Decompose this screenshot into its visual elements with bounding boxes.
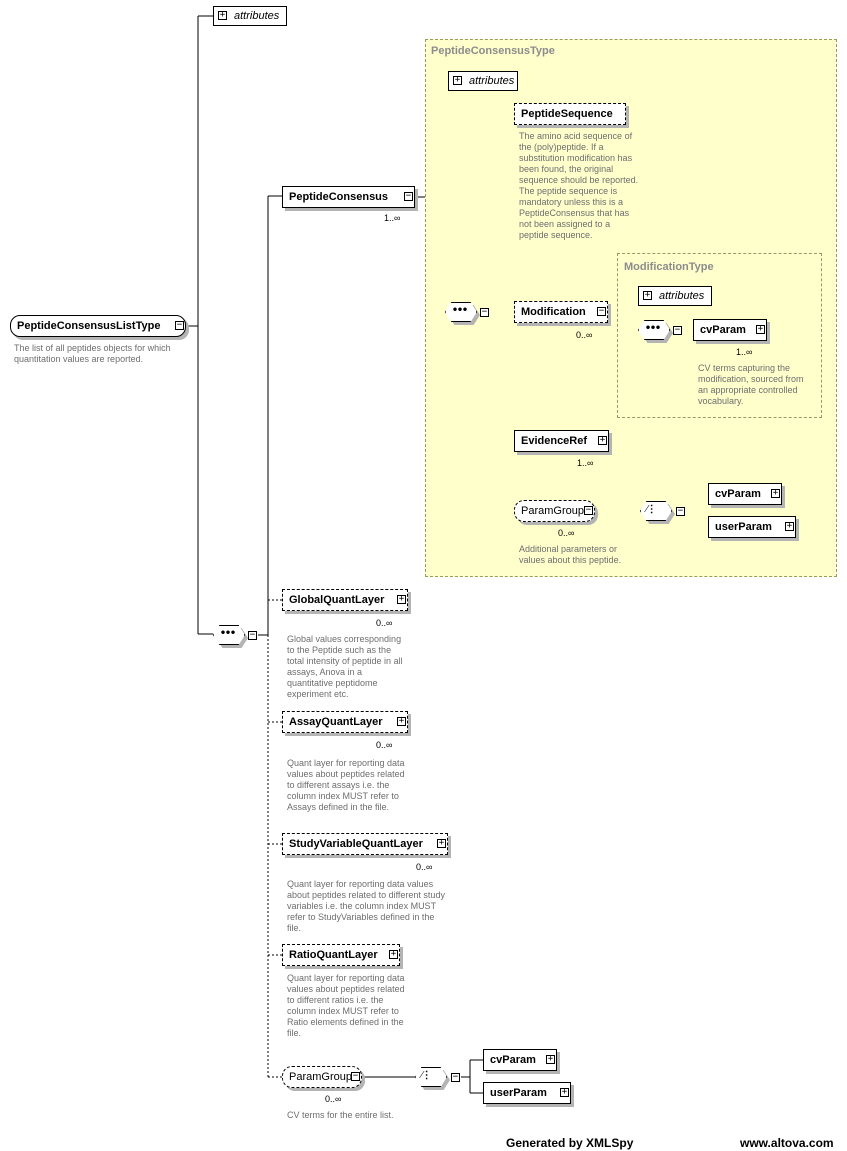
sequence-dots: ••• — [220, 628, 236, 639]
root-type-name: PeptideConsensusListType — [17, 320, 161, 332]
minus-toggle-icon[interactable]: − — [404, 191, 413, 201]
minus-toggle-icon[interactable]: − — [175, 320, 184, 330]
modification-cvparam-element[interactable]: cvParam + — [693, 319, 767, 341]
minus-toggle-icon[interactable]: − — [673, 325, 682, 335]
plus-toggle-icon[interactable]: + — [453, 75, 462, 85]
param-group-outer-cardinality: 0..∞ — [325, 1094, 342, 1104]
global-quant-layer-element[interactable]: GlobalQuantLayer + — [282, 589, 408, 611]
plus-toggle-icon[interactable]: + — [771, 488, 780, 498]
choice-compositor-icon[interactable] — [640, 501, 672, 521]
param-group-outer-doc: CV terms for the entire list. — [287, 1110, 394, 1120]
study-variable-quant-layer-element[interactable]: StudyVariableQuantLayer + — [282, 833, 448, 855]
root-complex-type[interactable]: PeptideConsensusListType − — [10, 315, 186, 337]
root-attributes[interactable]: + attributes — [213, 6, 287, 26]
choice-compositor-icon[interactable] — [415, 1067, 447, 1087]
assay-quant-layer-element[interactable]: AssayQuantLayer + — [282, 711, 408, 733]
root-doc: The list of all peptides objects for whi… — [14, 343, 171, 364]
peptide-sequence-element[interactable]: PeptideSequence — [514, 103, 626, 125]
param-group-inner-cvparam[interactable]: cvParam + — [708, 483, 782, 505]
plus-toggle-icon[interactable]: + — [397, 594, 406, 604]
modification-name: Modification — [521, 306, 586, 318]
minus-toggle-icon[interactable]: − — [351, 1071, 360, 1081]
param-group-outer-element[interactable]: ParamGroup − — [282, 1066, 362, 1088]
minus-toggle-icon[interactable]: − — [597, 306, 606, 316]
generated-by-label: Generated by XMLSpy — [506, 1136, 634, 1150]
modification-cvparam-doc: CV terms capturing the modification, sou… — [698, 363, 804, 406]
modification-type-label: ModificationType — [624, 261, 714, 273]
attributes-label: attributes — [659, 290, 705, 302]
sequence-dots: ••• — [645, 323, 661, 334]
assay-quant-layer-doc: Quant layer for reporting data values ab… — [287, 758, 405, 812]
global-quant-layer-doc: Global values corresponding to the Pepti… — [287, 634, 403, 699]
study-variable-quant-layer-doc: Quant layer for reporting data values ab… — [287, 879, 445, 933]
evidence-ref-element[interactable]: EvidenceRef + — [514, 430, 609, 452]
peptide-consensus-attributes[interactable]: + attributes — [448, 71, 518, 91]
modification-element[interactable]: Modification − — [514, 301, 608, 323]
global-quant-layer-cardinality: 0..∞ — [376, 618, 393, 628]
param-group-outer-name: ParamGroup — [289, 1071, 352, 1083]
sequence-compositor-icon[interactable] — [213, 625, 245, 645]
param-group-inner-doc: Additional parameters or values about th… — [519, 544, 622, 565]
global-quant-layer-name: GlobalQuantLayer — [289, 594, 385, 606]
plus-toggle-icon[interactable]: + — [756, 324, 765, 334]
peptide-consensus-cardinality: 1..∞ — [384, 213, 401, 223]
plus-toggle-icon[interactable]: + — [546, 1054, 555, 1064]
choice-glyph: ⁄⋮ — [421, 1070, 432, 1081]
peptide-consensus-name: PeptideConsensus — [289, 191, 389, 203]
peptide-sequence-name: PeptideSequence — [521, 108, 613, 120]
attributes-label: attributes — [469, 75, 515, 87]
plus-toggle-icon[interactable]: + — [218, 10, 227, 20]
plus-toggle-icon[interactable]: + — [437, 838, 446, 848]
plus-toggle-icon[interactable]: + — [643, 290, 652, 300]
peptide-consensus-element[interactable]: PeptideConsensus − — [282, 186, 415, 208]
attributes-label: attributes — [234, 10, 280, 22]
minus-toggle-icon[interactable]: − — [451, 1072, 460, 1082]
param-group-inner-element[interactable]: ParamGroup − — [514, 500, 595, 522]
sequence-compositor-icon[interactable] — [638, 320, 670, 340]
modification-attributes[interactable]: + attributes — [638, 286, 712, 306]
peptide-consensus-type-label: PeptideConsensusType — [431, 45, 555, 57]
choice-glyph: ⁄⋮ — [646, 504, 657, 515]
study-variable-quant-layer-name: StudyVariableQuantLayer — [289, 838, 423, 850]
modification-cvparam-name: cvParam — [700, 324, 746, 336]
minus-toggle-icon[interactable]: − — [248, 630, 257, 640]
assay-quant-layer-name: AssayQuantLayer — [289, 716, 383, 728]
param-group-outer-cvparam-name: cvParam — [490, 1054, 536, 1066]
modification-type-region — [617, 253, 822, 418]
modification-cvparam-cardinality: 1..∞ — [736, 347, 753, 357]
param-group-inner-cvparam-name: cvParam — [715, 488, 761, 500]
minus-toggle-icon[interactable]: − — [676, 506, 685, 516]
plus-toggle-icon[interactable]: + — [397, 716, 406, 726]
sequence-dots: ••• — [452, 305, 468, 316]
evidence-ref-name: EvidenceRef — [521, 435, 588, 447]
param-group-inner-cardinality: 0..∞ — [558, 528, 575, 538]
evidence-ref-cardinality: 1..∞ — [577, 458, 594, 468]
plus-toggle-icon[interactable]: + — [785, 521, 794, 531]
altova-site-link[interactable]: www.altova.com — [740, 1136, 834, 1150]
ratio-quant-layer-doc: Quant layer for reporting data values ab… — [287, 973, 405, 1038]
assay-quant-layer-cardinality: 0..∞ — [376, 740, 393, 750]
peptide-sequence-doc: The amino acid sequence of the (poly)pep… — [519, 131, 639, 240]
ratio-quant-layer-element[interactable]: RatioQuantLayer + — [282, 944, 400, 966]
param-group-outer-userparam[interactable]: userParam + — [483, 1082, 571, 1104]
plus-toggle-icon[interactable]: + — [560, 1087, 569, 1097]
sequence-compositor-icon[interactable] — [445, 302, 477, 322]
ratio-quant-layer-name: RatioQuantLayer — [289, 949, 378, 961]
param-group-outer-cvparam[interactable]: cvParam + — [483, 1049, 557, 1071]
plus-toggle-icon[interactable]: + — [598, 435, 607, 445]
study-variable-quant-layer-cardinality: 0..∞ — [416, 862, 433, 872]
param-group-inner-name: ParamGroup — [521, 505, 584, 517]
param-group-outer-userparam-name: userParam — [490, 1087, 547, 1099]
param-group-inner-userparam[interactable]: userParam + — [708, 516, 796, 538]
minus-toggle-icon[interactable]: − — [584, 505, 593, 515]
param-group-inner-userparam-name: userParam — [715, 521, 772, 533]
minus-toggle-icon[interactable]: − — [480, 307, 489, 317]
modification-cardinality: 0..∞ — [576, 330, 593, 340]
plus-toggle-icon[interactable]: + — [389, 949, 398, 959]
